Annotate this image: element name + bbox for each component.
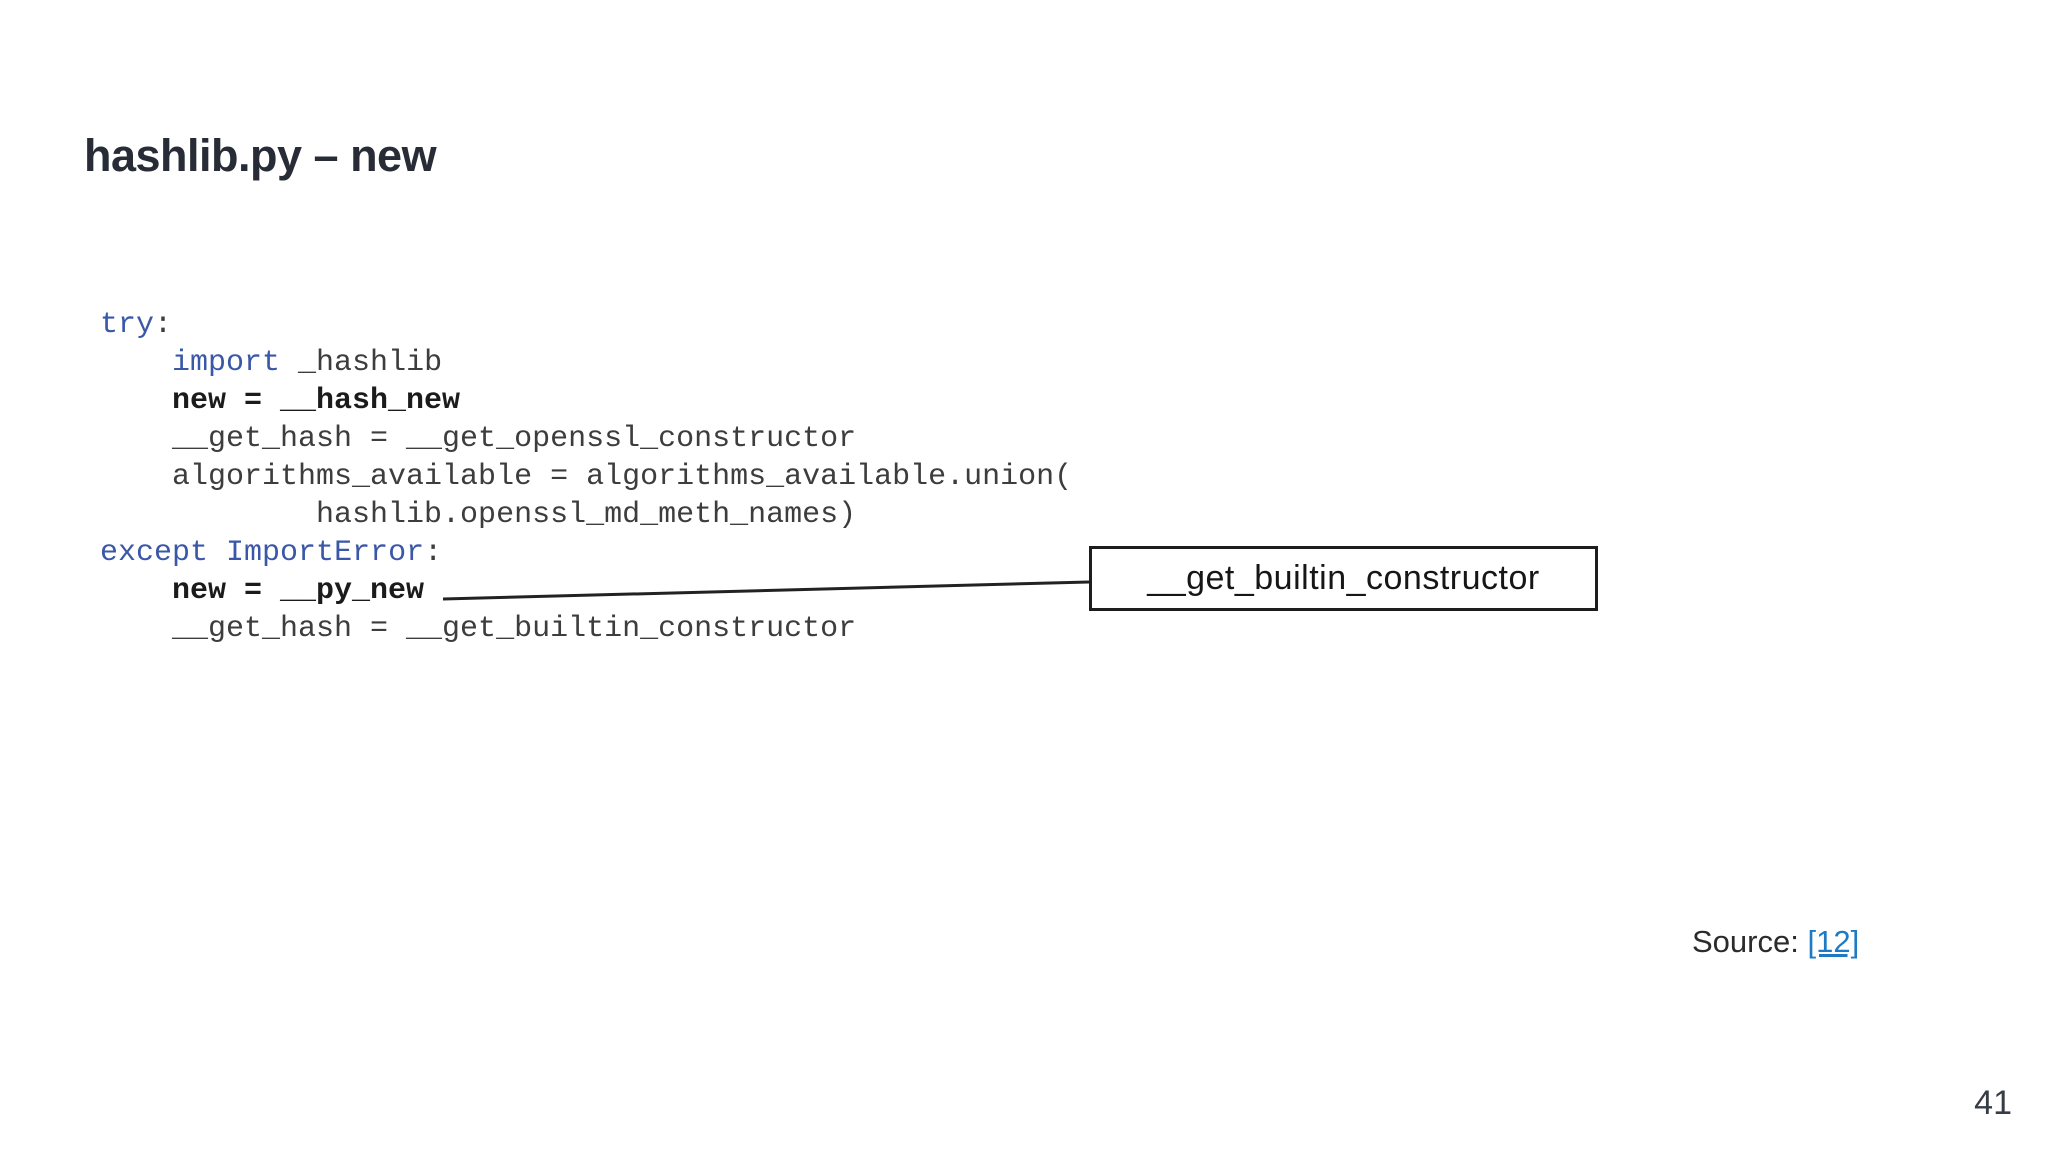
code-token: :	[154, 308, 173, 342]
code-token: new = __py_new	[100, 574, 425, 608]
code-token: __get_hash = __get_openssl_constructor	[100, 422, 857, 456]
code-token: ImportError	[226, 536, 425, 570]
code-line: import _hashlib	[100, 344, 1072, 382]
page-number: 41	[1974, 1084, 2012, 1122]
code-token: except	[100, 536, 209, 570]
code-block: try: import _hashlib new = __hash_new __…	[100, 306, 1072, 648]
code-line: new = __hash_new	[100, 382, 1072, 420]
code-token: __get_hash = __get_builtin_constructor	[100, 612, 857, 646]
code-token: try	[100, 308, 155, 342]
code-token: import	[172, 346, 281, 380]
slide-title: hashlib.py – new	[84, 130, 437, 181]
code-token: algorithms_available = algorithms_availa…	[100, 460, 1073, 494]
code-token: new = __hash_new	[100, 384, 461, 418]
code-token: hashlib.openssl_md_meth_names)	[100, 498, 857, 532]
code-line: __get_hash = __get_openssl_constructor	[100, 420, 1072, 458]
code-line: try:	[100, 306, 1072, 344]
code-token	[100, 346, 172, 380]
code-line: except ImportError:	[100, 534, 1072, 572]
code-line: hashlib.openssl_md_meth_names)	[100, 496, 1072, 534]
code-line: algorithms_available = algorithms_availa…	[100, 458, 1072, 496]
code-token	[208, 536, 226, 570]
code-token: _hashlib	[280, 346, 443, 380]
code-line: new = __py_new	[100, 572, 1072, 610]
source-line: Source: [12]	[1692, 924, 1859, 960]
code-line: __get_hash = __get_builtin_constructor	[100, 610, 1072, 648]
code-token: :	[424, 536, 443, 570]
source-label: Source:	[1692, 924, 1799, 959]
callout-box: __get_builtin_constructor	[1089, 546, 1598, 611]
source-reference-link[interactable]: [12]	[1807, 924, 1860, 959]
callout-label: __get_builtin_constructor	[1147, 559, 1540, 597]
